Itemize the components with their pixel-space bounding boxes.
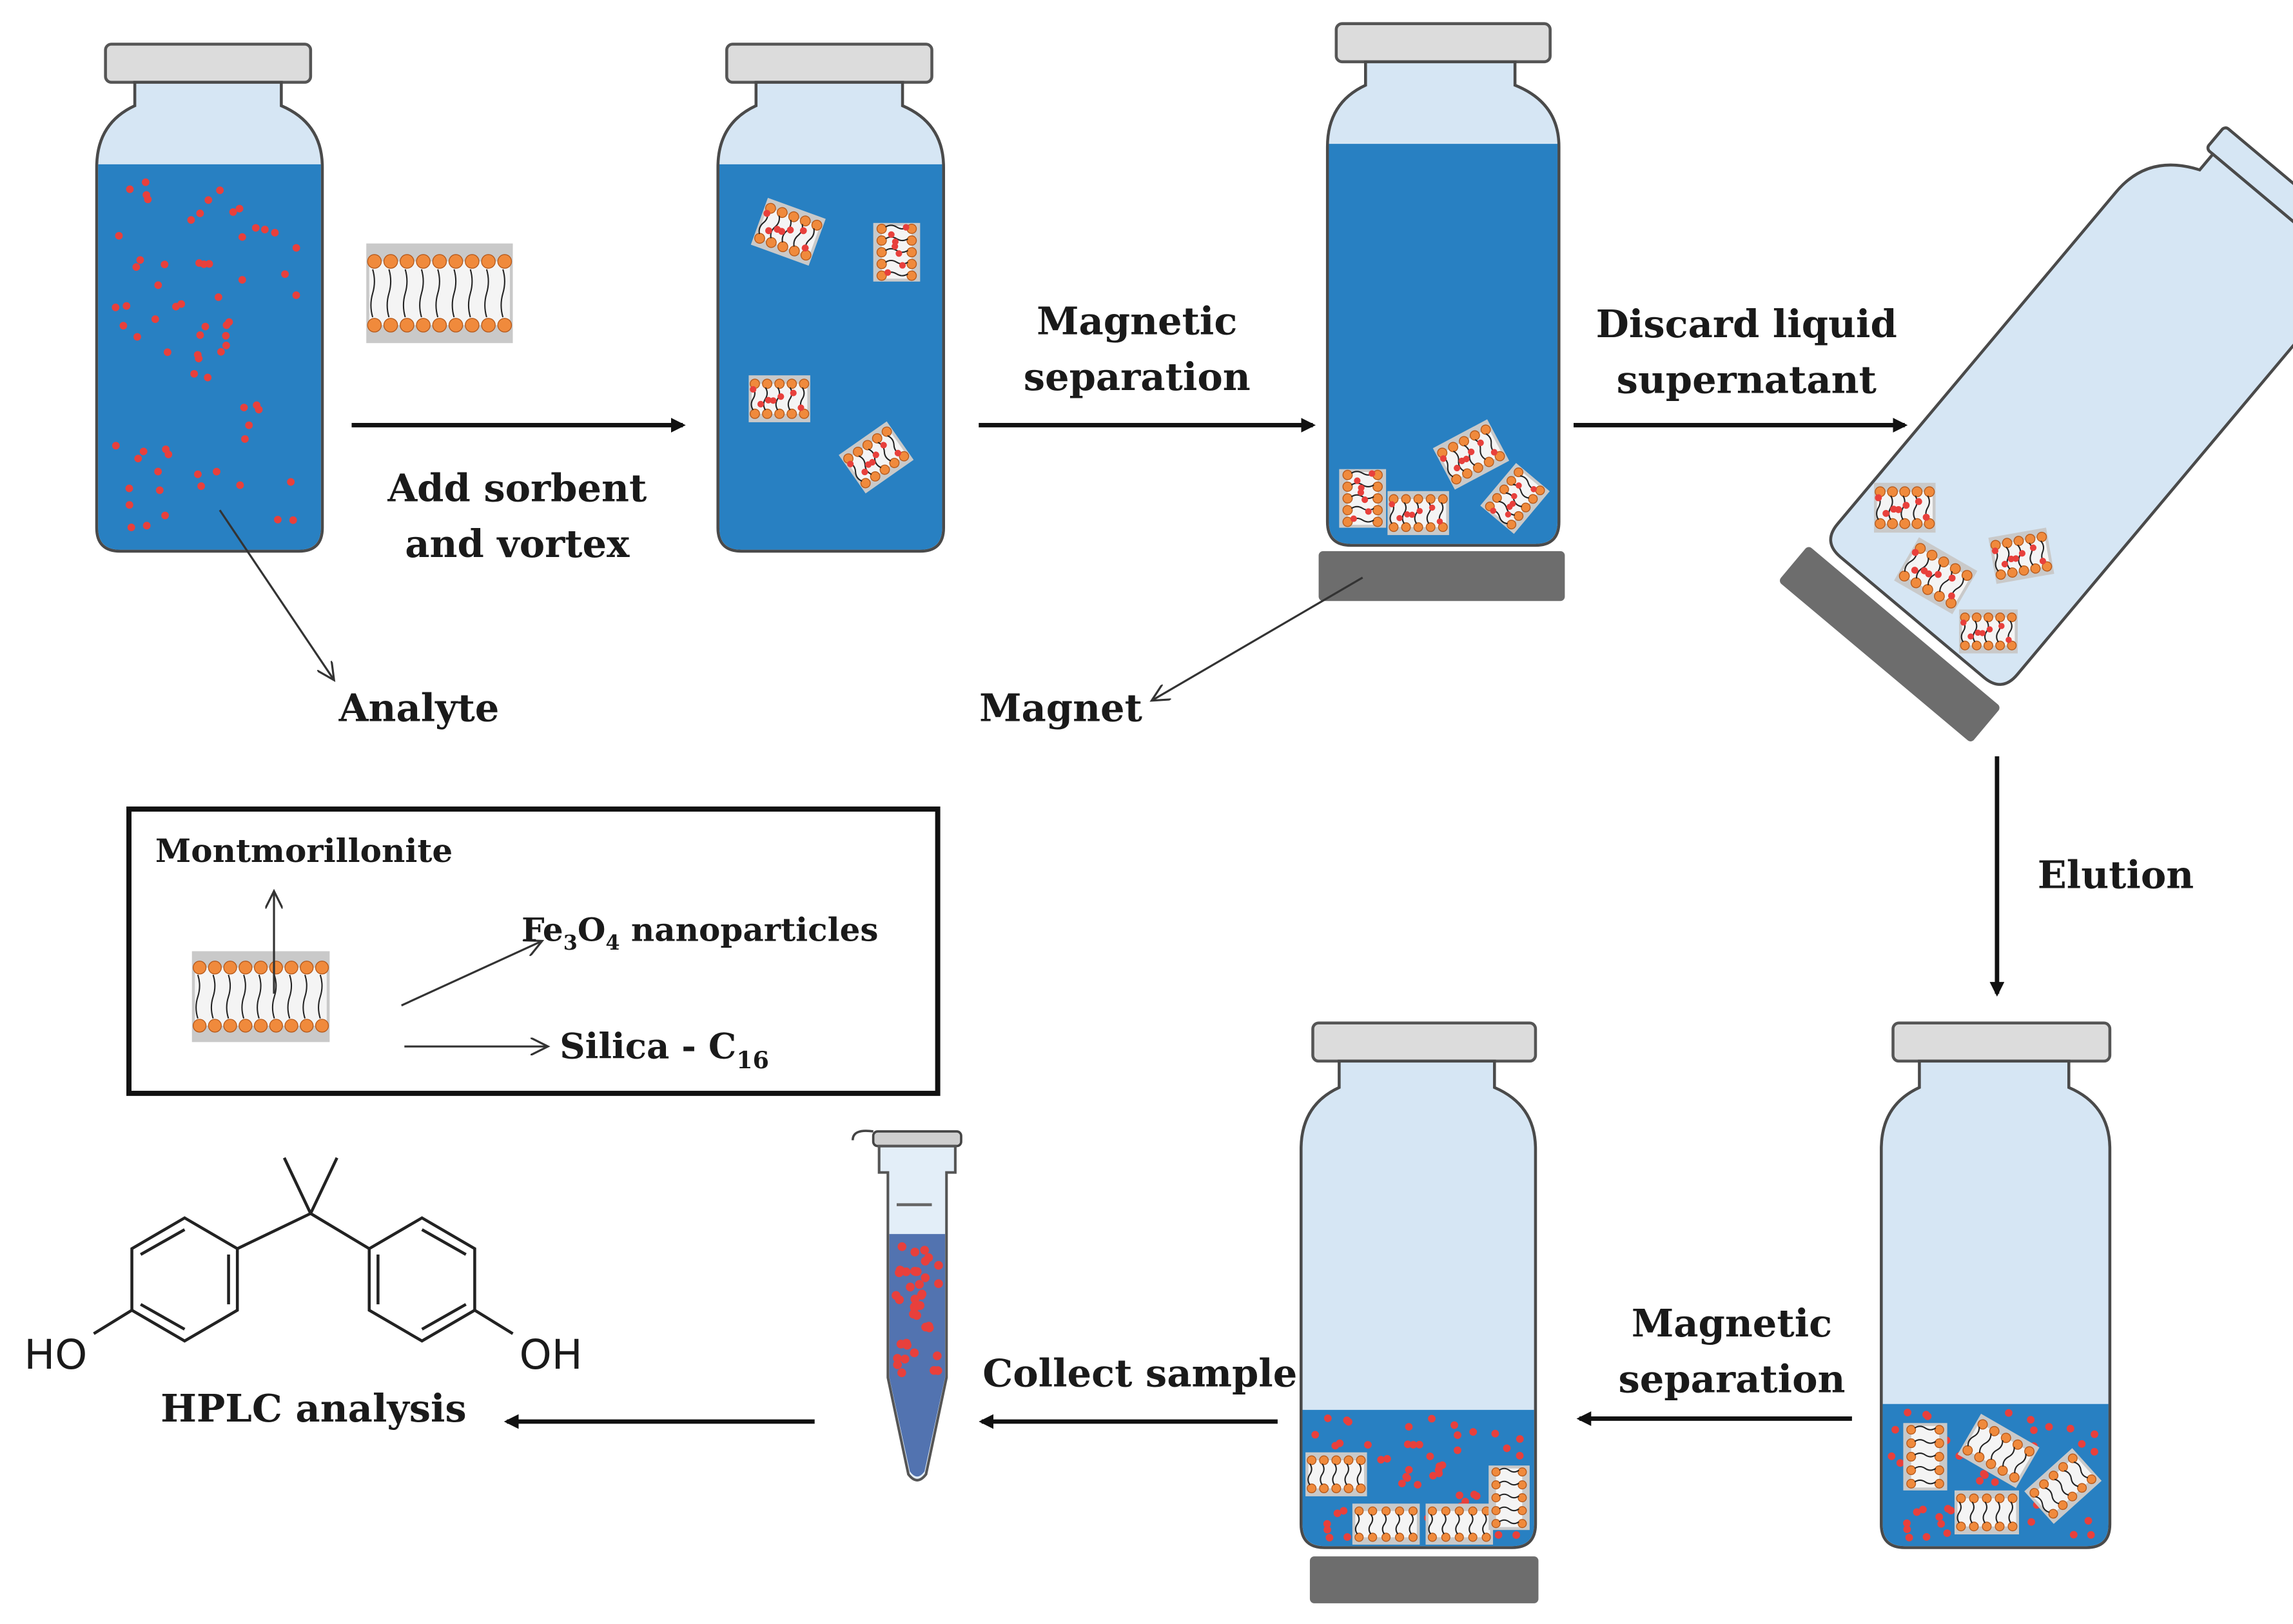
- magnet: [1318, 551, 1565, 602]
- vial-liquid: [719, 164, 942, 550]
- sorbent-particle: [1432, 419, 1510, 490]
- label-magnetic-separation-1-line2: separation: [1024, 355, 1251, 399]
- label-magnetic-separation-2-line1: Magnetic: [1632, 1301, 1832, 1345]
- sorbent-particle: [873, 222, 921, 282]
- magnet: [1780, 547, 2000, 741]
- vial-analyte-solution: [95, 43, 324, 553]
- legend-silica-c16: Silica - C16: [560, 1025, 769, 1074]
- sorbent-particle: [1387, 491, 1449, 535]
- sorbent-particle: [1305, 1452, 1367, 1496]
- label-discard-line2: supernatant: [1617, 357, 1877, 402]
- label-magnet: Magnet: [979, 686, 1142, 730]
- sorbent-particle: [1339, 469, 1387, 528]
- bpa-ho-label: HO: [24, 1331, 87, 1379]
- legend-montmorillonite: Montmorillonite: [155, 832, 453, 870]
- vial-cap: [104, 43, 313, 84]
- label-magnetic-separation-2-line2: separation: [1619, 1357, 1846, 1402]
- vial-body: [1829, 152, 2293, 686]
- tube-cap-hinge: [851, 1130, 873, 1140]
- sorbent-particle: [1903, 1423, 1947, 1491]
- vial-cap: [1311, 1021, 1537, 1063]
- analyte-dots: [112, 178, 300, 531]
- sorbent-particle: [839, 421, 914, 494]
- sorbent-particle: [748, 375, 810, 422]
- sorbent-legend: Montmorillonite Fe3O4 nanoparticles Sili…: [126, 806, 941, 1096]
- vial-cap: [1891, 1021, 2112, 1063]
- label-discard-line1: Discard liquid: [1596, 302, 1897, 346]
- vial-cap: [1334, 22, 1552, 64]
- analyte-dots: [892, 1242, 943, 1378]
- label-hplc-analysis: HPLC analysis: [161, 1386, 467, 1431]
- sorbent-particle: [1480, 463, 1550, 534]
- vial-tilted-discard: [1780, 126, 2293, 741]
- sorbent-particle: [2024, 1448, 2102, 1524]
- tube-cap: [872, 1130, 962, 1148]
- vial-cap: [725, 43, 933, 84]
- label-add-sorbent-1: Add sorbent: [387, 466, 647, 511]
- sorbent-particle: [1988, 527, 2054, 584]
- sorbent-particle-icon: [366, 243, 513, 344]
- label-elution: Elution: [2038, 853, 2194, 897]
- sorbent-particle: [1959, 609, 2018, 654]
- sorbent-particle: [1425, 1503, 1494, 1545]
- vial-magnetic-separation-2: [1300, 1021, 1539, 1603]
- vial-magnetic-separation: [1318, 22, 1565, 602]
- label-analyte: Analyte: [338, 686, 500, 730]
- magnet: [1309, 1556, 1539, 1603]
- label-add-sorbent-2: and vortex: [405, 522, 630, 566]
- sorbent-particle: [1957, 1413, 2040, 1489]
- sample-tube: [851, 1130, 962, 1482]
- vial-liquid: [98, 164, 321, 550]
- bpa-oh-label: OH: [520, 1331, 583, 1379]
- sorbent-particle: [750, 197, 826, 266]
- vial-sorbent-dispersed: [716, 43, 945, 553]
- sorbent-particle: [1954, 1490, 2019, 1535]
- label-collect-sample: Collect sample: [982, 1351, 1297, 1395]
- vial-liquid: [1329, 144, 1558, 544]
- magnet-pointer: [1151, 576, 1363, 701]
- vial-after-elution: [1880, 1021, 2112, 1549]
- analyte-pointer: [219, 509, 334, 680]
- legend-sorbent-slab: [191, 951, 330, 1042]
- sorbent-particle: [1488, 1465, 1530, 1531]
- sorbent-particle: [1894, 537, 1978, 614]
- label-magnetic-separation-1-line1: Magnetic: [1037, 299, 1237, 344]
- sorbent-particle: [1874, 482, 1936, 533]
- legend-fe3o4: Fe3O4 nanoparticles: [522, 911, 878, 955]
- sorbent-particle: [1352, 1503, 1420, 1545]
- bisphenol-a-structure: [93, 1157, 514, 1343]
- legend-arrow-nanoparticles: [401, 941, 542, 1006]
